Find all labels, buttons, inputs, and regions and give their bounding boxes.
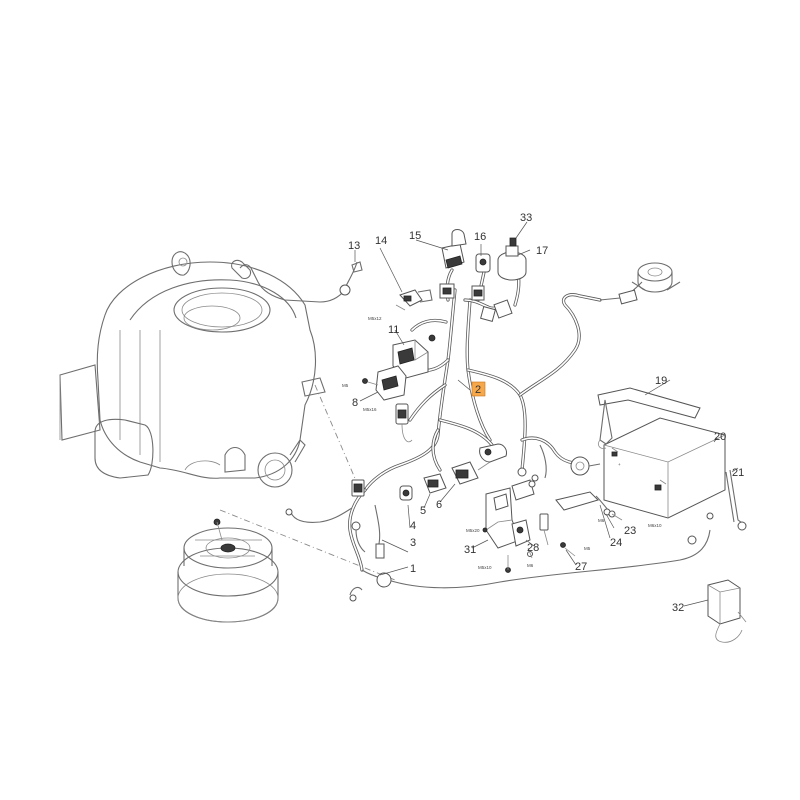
connector-6 [451,461,491,485]
fastener-m6: M6 [527,563,534,568]
highlighted-part-2-box [471,381,486,397]
battery-charger-32 [707,579,747,643]
engine-outline [59,251,346,488]
fuse-27 [539,513,576,557]
callout-8-left: 8 [352,397,358,409]
callout-1: 1 [410,563,416,575]
callout-11: 11 [388,324,399,336]
fastener-m5-right: M5 [584,546,591,551]
callout-5: 5 [420,505,426,517]
ground-terminal-13 [339,261,363,296]
spark-plug-boot [231,259,252,279]
callout-16: 16 [474,231,486,243]
battery-20: + [603,417,726,519]
bolt-23 [608,510,623,521]
callout-32: 32 [672,602,684,614]
fastener-m6x10: M6x10 [648,523,662,528]
diode-connector-4 [399,485,413,501]
pto-clutch [177,518,279,623]
harness-1-lead [349,512,714,602]
relay-5 [423,473,447,494]
ground-wire [344,261,358,289]
callout-13: 13 [348,240,360,252]
callout-4: 4 [410,520,416,532]
battery-cable-24 [555,491,611,516]
callout-27: 27 [575,561,587,573]
callout-31: 31 [464,544,476,556]
callout-19: 19 [655,375,667,387]
callout-labels: 13 14 15 16 17 33 11 8 2 19 20 21 23 24 … [348,212,744,614]
callout-24: 24 [610,537,622,549]
ground-lead-3 [285,504,385,559]
connector-left-a [395,403,413,443]
callout-23: 23 [624,525,636,537]
ignition-switch-17 [480,237,527,322]
callout-17: 17 [536,245,548,257]
battery-plus-sign: + [618,462,621,467]
fastener-m5x20: M5x20 [466,528,480,533]
fuse-holder [479,443,507,463]
callout-21: 21 [732,467,744,479]
callout-leaders [354,221,739,607]
fastener-m5x12: M5x12 [368,316,382,321]
callout-15: 15 [409,230,421,242]
clutch-centerline [219,509,396,581]
connector-3 [351,479,365,497]
module-8 [362,365,407,401]
fastener-m6-right: M6 [598,518,605,523]
switch-16 [471,253,491,301]
bracket-31 [482,479,536,573]
fastener-labels: M5x12 M5 M5x16 M5x20 M5x10 M6 M6x10 M5 M… [342,316,662,570]
battery-strap-19 [597,387,701,449]
solenoid-28 [511,519,533,559]
fastener-m5x16: M5x16 [363,407,377,412]
callout-3: 3 [410,537,416,549]
callout-14: 14 [375,235,387,247]
callout-28: 28 [527,542,539,554]
engine-ground-centerline [314,384,361,491]
callout-2: 2 [475,384,481,396]
relay-14 [395,289,433,311]
callout-33: 33 [520,212,532,224]
switch-15 [439,229,467,299]
main-wiring-harness [348,268,602,572]
starter-connection [517,444,601,482]
relay-block-11 [392,334,436,379]
callout-20: 20 [714,431,726,443]
seat-switch [618,262,681,305]
fastener-m5x10: M5x10 [478,565,492,570]
battery-rod-21 [725,469,747,531]
fastener-m5-left: M5 [342,383,349,388]
callout-6: 6 [436,499,442,511]
